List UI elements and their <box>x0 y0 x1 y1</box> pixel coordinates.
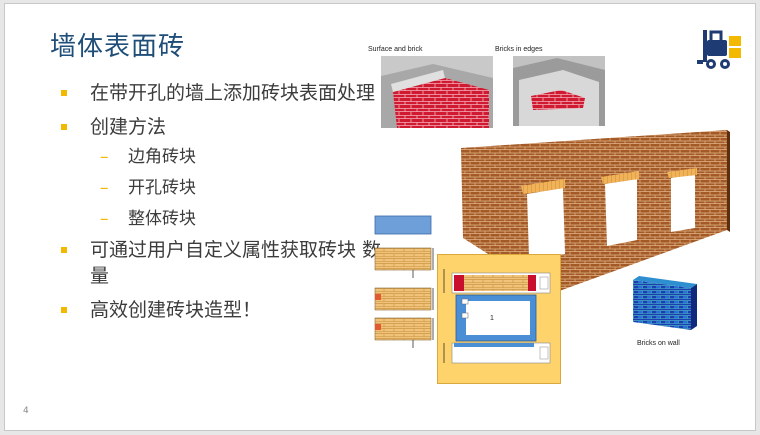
brick-settings-dialog-image: 1 <box>437 254 561 384</box>
bullet-list: 在带开孔的墙上添加砖块表面处理 创建方法 边角砖块 开孔砖块 整体砖块 可通过用… <box>55 80 385 331</box>
sub-bullet-item: 开孔砖块 <box>92 173 385 204</box>
slide-title: 墙体表面砖 <box>50 32 186 62</box>
surface-brick-label: Surface and brick <box>368 46 423 53</box>
bullet-item: 高效创建砖块造型！ <box>55 297 385 323</box>
dialog-counter: 1 <box>490 315 494 322</box>
sub-bullet-list: 边角砖块 开孔砖块 整体砖块 <box>92 142 385 235</box>
blue-brick-wall-image <box>633 276 697 330</box>
bullet-text: 创建方法 <box>90 116 167 138</box>
brick-wall-image <box>461 130 730 294</box>
bullet-text: 可通过用户自定义属性获取砖块 数量 <box>90 239 382 287</box>
sub-bullet-item: 边角砖块 <box>92 142 385 173</box>
surface-brick-image <box>381 56 493 128</box>
wall-brick-label: Bricks on wall <box>637 340 680 347</box>
page-number: 4 <box>23 406 29 416</box>
bullet-item: 可通过用户自定义属性获取砖块 数量 <box>55 237 385 289</box>
sub-bullet-item: 整体砖块 <box>92 204 385 235</box>
bullet-item: 在带开孔的墙上添加砖块表面处理 <box>55 80 385 106</box>
bullet-text: 在带开孔的墙上添加砖块表面处理 <box>90 82 376 104</box>
brick-settings-diagram <box>443 269 551 364</box>
slide: 墙体表面砖 在带开孔的墙上添加砖块表面处理 创建方法 边角砖块 开孔砖块 整体砖… <box>4 3 756 431</box>
bullet-text: 高效创建砖块造型！ <box>90 299 262 321</box>
edges-brick-image <box>513 56 605 126</box>
bullet-item: 创建方法 <box>55 114 385 140</box>
forklift-logo-icon <box>697 30 741 69</box>
edges-brick-label: Bricks in edges <box>495 46 543 53</box>
brick-strip-samples-image <box>374 215 434 348</box>
